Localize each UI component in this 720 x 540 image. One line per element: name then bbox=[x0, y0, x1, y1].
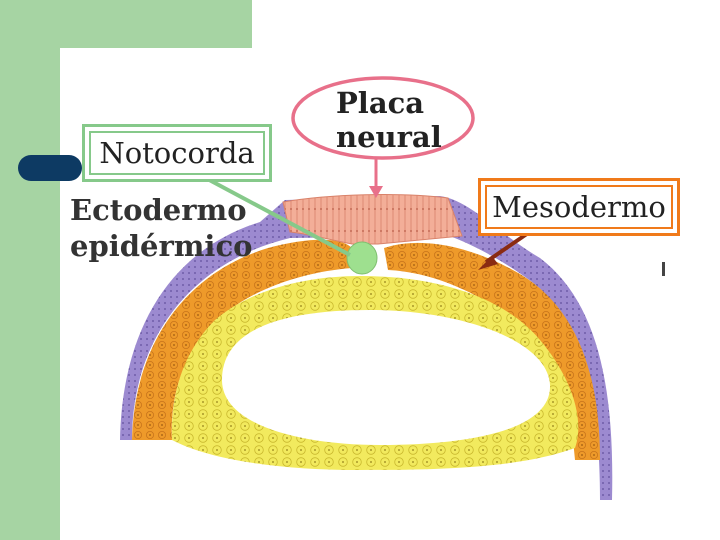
placa-line1: Placa bbox=[336, 86, 425, 120]
neural-plate bbox=[282, 194, 463, 245]
ectodermo-line1: Ectodermo bbox=[70, 193, 247, 227]
notocorda-label-box: Notocorda bbox=[82, 124, 272, 182]
placa-neural-label: Placa neural bbox=[336, 86, 442, 154]
edge-mark bbox=[662, 262, 665, 276]
mesodermo-arrowhead bbox=[478, 256, 498, 270]
slide-bullet bbox=[18, 155, 82, 181]
embryo-cross-section-diagram bbox=[120, 76, 665, 500]
mesodermo-label: Mesodermo bbox=[492, 190, 666, 224]
placa-neural-arrowhead bbox=[369, 186, 383, 198]
notocorda-label: Notocorda bbox=[99, 136, 255, 170]
endoderm-layer bbox=[171, 276, 579, 470]
placa-line2: neural bbox=[336, 120, 442, 154]
slide-sidebar bbox=[0, 0, 60, 540]
slide-top-block bbox=[60, 0, 252, 48]
ectodermo-epidermico-label: Ectodermo epidérmico bbox=[70, 192, 252, 264]
notochord bbox=[346, 241, 378, 275]
mesoderm-layer bbox=[132, 239, 352, 440]
placa-neural-oval bbox=[291, 76, 475, 160]
mesoderm-layer-right bbox=[384, 242, 600, 460]
ectodermo-line2: epidérmico bbox=[70, 229, 253, 263]
mesodermo-label-box: Mesodermo bbox=[478, 178, 680, 236]
